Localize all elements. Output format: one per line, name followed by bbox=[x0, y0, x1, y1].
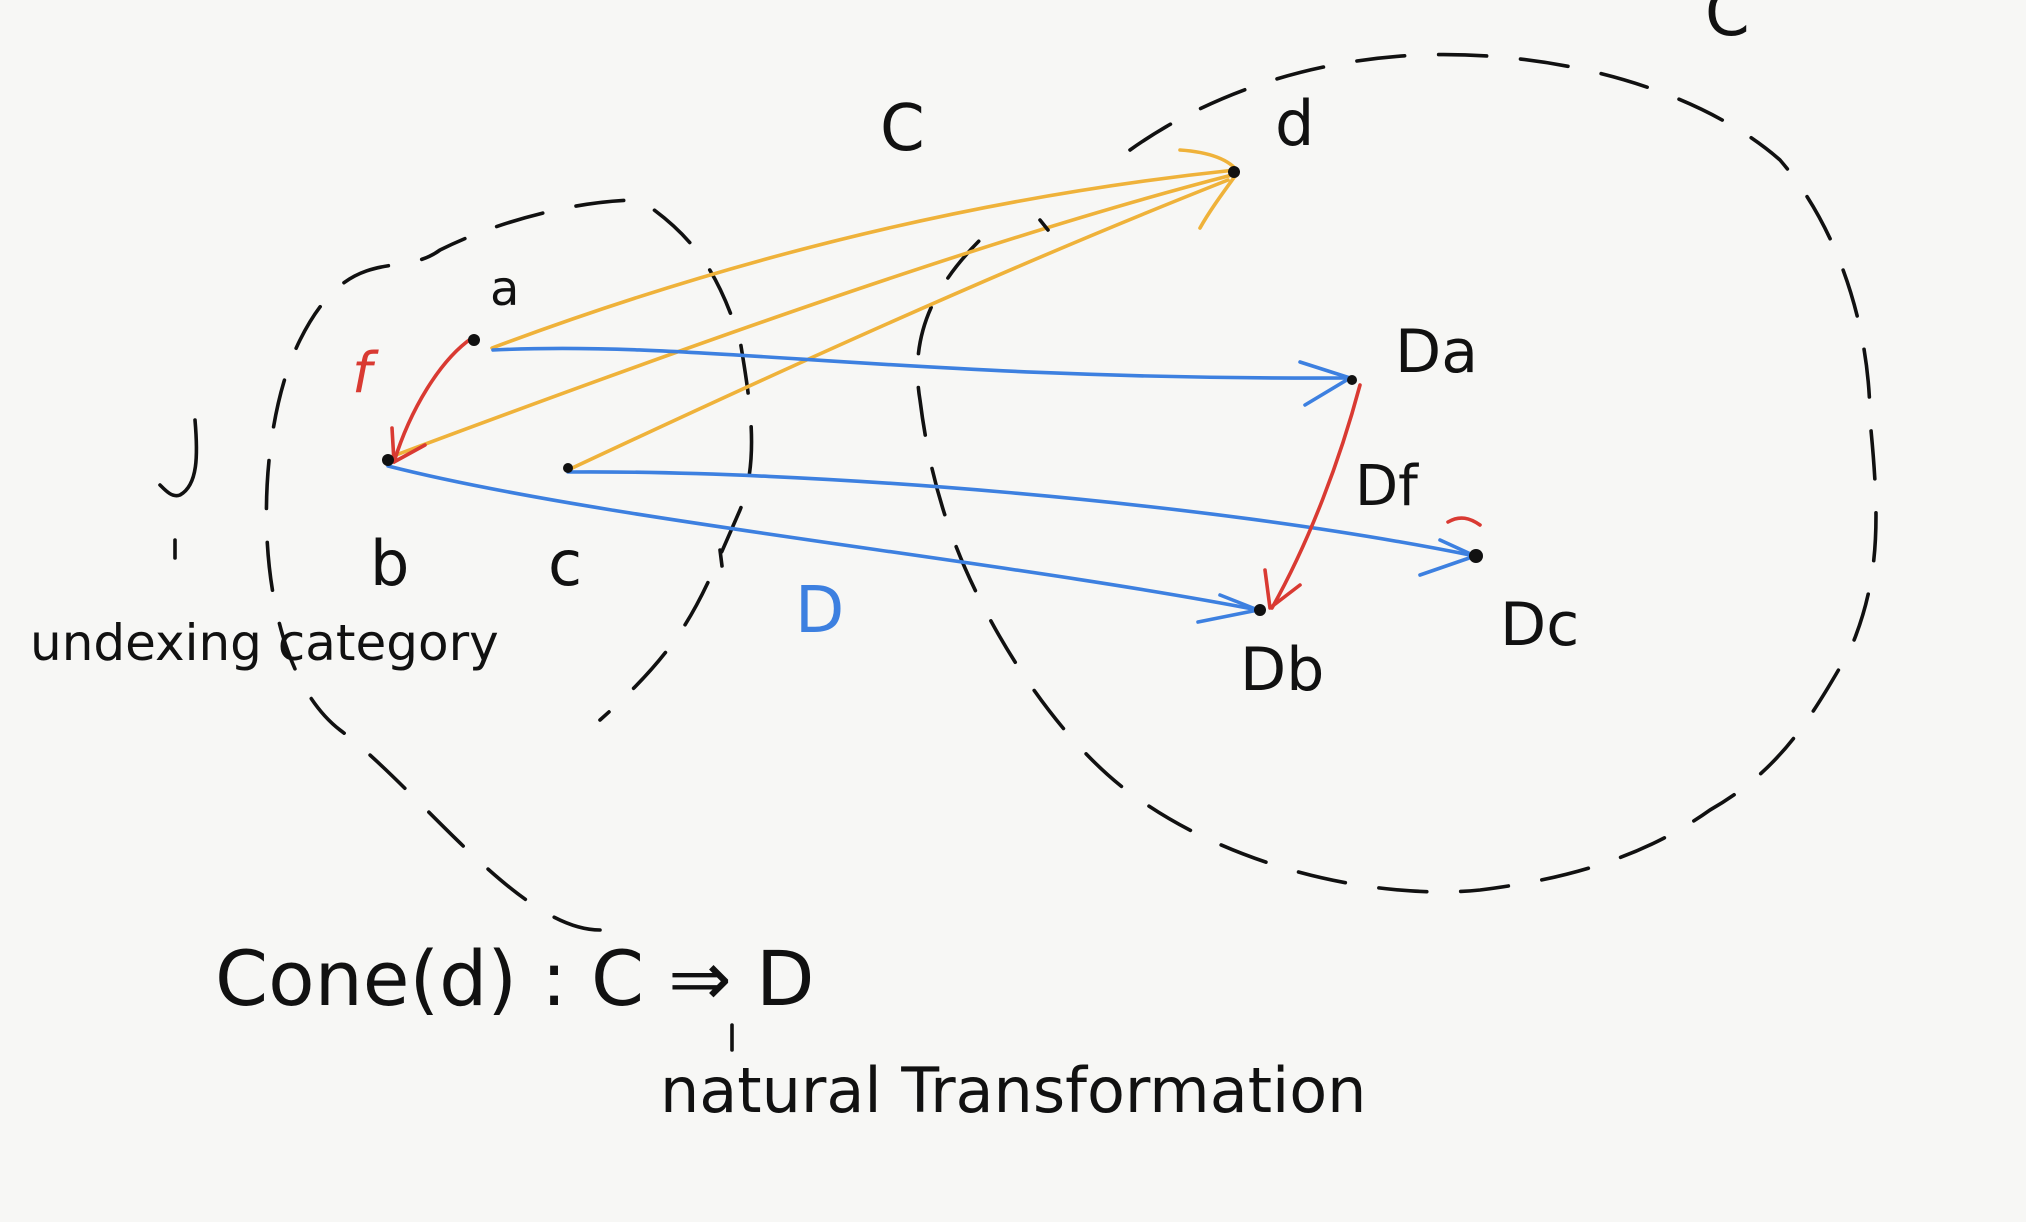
label-morphism-df: Df bbox=[1355, 454, 1419, 519]
morphism-df-arrowhead bbox=[1263, 568, 1302, 610]
cone-leg-b bbox=[386, 173, 1234, 460]
label-category-c: C bbox=[880, 92, 925, 166]
label-corner-letter: C bbox=[1705, 0, 1750, 51]
indexing-category-boundary bbox=[264, 198, 754, 932]
cone-legs bbox=[386, 148, 1240, 472]
label-morphism-f: f bbox=[352, 341, 379, 406]
label-object-c: c bbox=[548, 527, 582, 600]
tick-mark bbox=[718, 548, 724, 568]
object-a-dot bbox=[468, 334, 480, 346]
j-glyph bbox=[158, 418, 199, 498]
object-db-dot bbox=[1254, 604, 1266, 616]
label-functor-d: D bbox=[795, 574, 844, 648]
label-indexing-caption: undexing category bbox=[30, 614, 499, 672]
object-d-dot bbox=[1228, 166, 1240, 178]
morphism-f-arrow bbox=[392, 336, 474, 464]
functor-arrow-c bbox=[566, 470, 1477, 558]
category-c-boundary bbox=[915, 52, 1878, 894]
morphism-f-arrowhead bbox=[390, 426, 427, 464]
object-b-dot bbox=[382, 454, 394, 466]
functor-arrow-a bbox=[491, 346, 1352, 380]
object-c-dot bbox=[563, 463, 573, 473]
functor-arrowhead-a bbox=[1298, 360, 1352, 407]
label-object-b: b bbox=[370, 527, 409, 600]
label-object-a: a bbox=[490, 261, 519, 317]
label-object-db: Db bbox=[1240, 635, 1324, 705]
functor-arrow-b bbox=[386, 464, 1260, 612]
label-object-d: d bbox=[1275, 87, 1314, 160]
cone-formula: Cone(d) : C ⇒ D bbox=[215, 934, 815, 1023]
object-da-dot bbox=[1347, 375, 1357, 385]
cone-leg-a bbox=[490, 168, 1237, 350]
tick-mark bbox=[1038, 218, 1050, 232]
formula-annotation: natural Transformation bbox=[660, 1054, 1366, 1127]
object-dc-dot bbox=[1469, 549, 1483, 563]
label-category-j: J bbox=[179, 489, 181, 491]
cone-leg-c bbox=[566, 178, 1230, 472]
label-object-dc: Dc bbox=[1500, 590, 1579, 660]
indexing-caption-line: undexing category bbox=[30, 614, 499, 672]
morphism-df-arrow bbox=[1270, 383, 1362, 610]
label-object-da: Da bbox=[1395, 317, 1478, 387]
dc-tilde bbox=[1446, 516, 1482, 527]
